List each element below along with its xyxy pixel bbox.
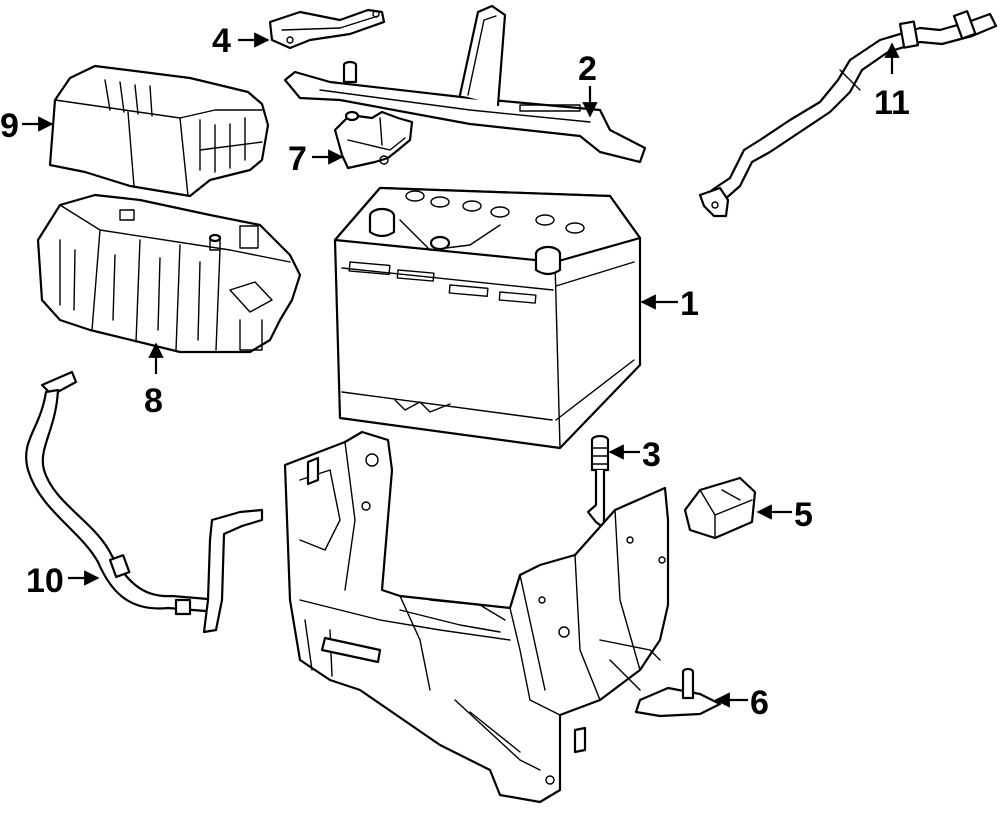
callout-9: 9 (0, 107, 19, 145)
battery-part (333, 186, 642, 450)
callout-1: 1 (680, 285, 699, 323)
negative-cable-part (25, 370, 264, 634)
j-bolt-part (586, 434, 610, 530)
stud-bracket-part (634, 667, 722, 718)
battery-tray-part (283, 430, 670, 804)
callout-7: 7 (288, 140, 307, 178)
small-bracket-part (268, 8, 386, 50)
callout-5: 5 (794, 496, 813, 534)
positive-cable-part (698, 10, 998, 218)
connector-part (333, 110, 414, 170)
callout-2: 2 (578, 50, 597, 88)
callout-numbers: 1 2 3 4 5 6 7 8 9 10 11 (0, 22, 910, 722)
callout-6: 6 (750, 684, 769, 722)
fuse-box-base-part (36, 193, 302, 354)
callout-11: 11 (874, 84, 910, 122)
callout-leaders (22, 32, 900, 708)
insulator-part (683, 476, 757, 540)
callout-10: 10 (26, 562, 64, 600)
callout-4: 4 (212, 22, 231, 60)
hold-down-bracket-part (283, 4, 647, 164)
fuse-box-cover-part (48, 64, 270, 198)
callout-8: 8 (144, 382, 163, 420)
callout-3: 3 (642, 436, 661, 474)
